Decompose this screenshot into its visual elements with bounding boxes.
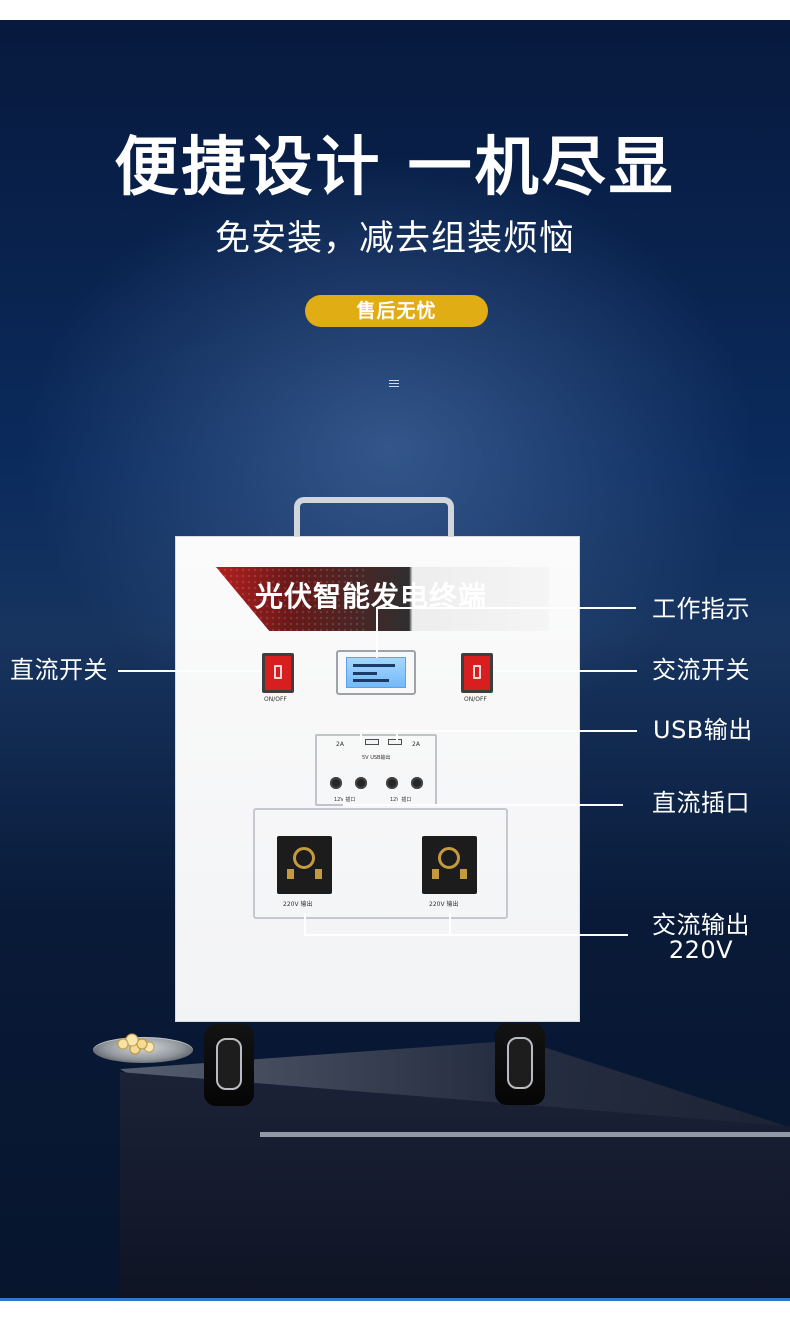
dc-switch-label: ON/OFF	[264, 696, 287, 703]
left-wheel	[204, 1024, 254, 1106]
machine-handle	[294, 497, 454, 542]
usb-output-label: 5V USB输出	[362, 755, 391, 761]
ac-output-label-right: 220V 输出	[429, 901, 459, 908]
right-wheel	[495, 1023, 545, 1105]
device-panel-title: 光伏智能发电终端	[255, 580, 488, 613]
work-indicator-callout: 工作指示	[652, 595, 750, 623]
ac-socket-icon	[422, 836, 477, 894]
ac-output-label-left: 220V 输出	[283, 901, 313, 908]
dc-switch-icon	[262, 653, 294, 693]
ac-output-panel	[253, 808, 508, 919]
display-line	[353, 679, 389, 682]
menu-icon	[389, 380, 399, 388]
dc-switch-callout: 直流开关	[10, 656, 108, 684]
ac-output-callout-line-2: 220V	[668, 936, 734, 965]
usb-output-callout: USB输出	[653, 716, 753, 744]
platform-edge	[260, 1132, 790, 1137]
menu-icon-line	[389, 380, 399, 381]
ac-output-callout-line	[304, 934, 628, 936]
ac-socket-icon	[277, 836, 332, 894]
bottom-accent-strip	[0, 1298, 790, 1301]
usb-port-right-icon	[388, 739, 402, 745]
usb-output-callout-line	[396, 730, 398, 742]
dc-port-icon	[330, 777, 342, 789]
menu-icon-line	[389, 383, 399, 384]
work-indicator-callout-line	[376, 607, 378, 658]
dc-port-callout-line	[343, 804, 623, 806]
usb-left-rating: 2A	[336, 741, 344, 748]
ac-output-callout: 交流输出 220V	[652, 911, 750, 965]
dc-port-label-right: 12V 插口	[390, 797, 412, 803]
usb-right-rating: 2A	[412, 741, 420, 748]
ac-switch-icon	[461, 653, 493, 693]
ac-output-callout-line	[449, 913, 451, 936]
dc-port-icon	[355, 777, 367, 789]
usb-output-callout-line	[360, 730, 637, 732]
menu-icon-line	[389, 386, 399, 387]
work-indicator-callout-line	[376, 607, 636, 609]
panel-banner	[216, 567, 549, 631]
ac-output-callout-line-1: 交流输出	[652, 911, 750, 939]
page-title: 便捷设计 一机尽显	[114, 131, 676, 205]
page-subtitle: 免安装，减去组装烦恼	[214, 219, 575, 259]
display-line	[353, 664, 395, 667]
gold-balls-icon	[117, 1032, 155, 1056]
service-badge: 售后无忧	[305, 295, 488, 327]
ac-switch-callout: 交流开关	[652, 656, 750, 684]
dc-port-callout-line	[398, 795, 400, 806]
usb-output-callout-line	[360, 730, 362, 742]
ac-switch-callout-line	[493, 670, 637, 672]
dc-port-callout: 直流插口	[652, 789, 750, 817]
dc-port-icon	[411, 777, 423, 789]
ac-switch-label: ON/OFF	[464, 696, 487, 703]
dc-switch-callout-line	[118, 670, 262, 672]
usb-port-left-icon	[365, 739, 379, 745]
dc-port-icon	[386, 777, 398, 789]
display-line	[353, 672, 377, 675]
dc-port-callout-line	[343, 795, 345, 806]
ac-output-callout-line	[304, 913, 306, 936]
